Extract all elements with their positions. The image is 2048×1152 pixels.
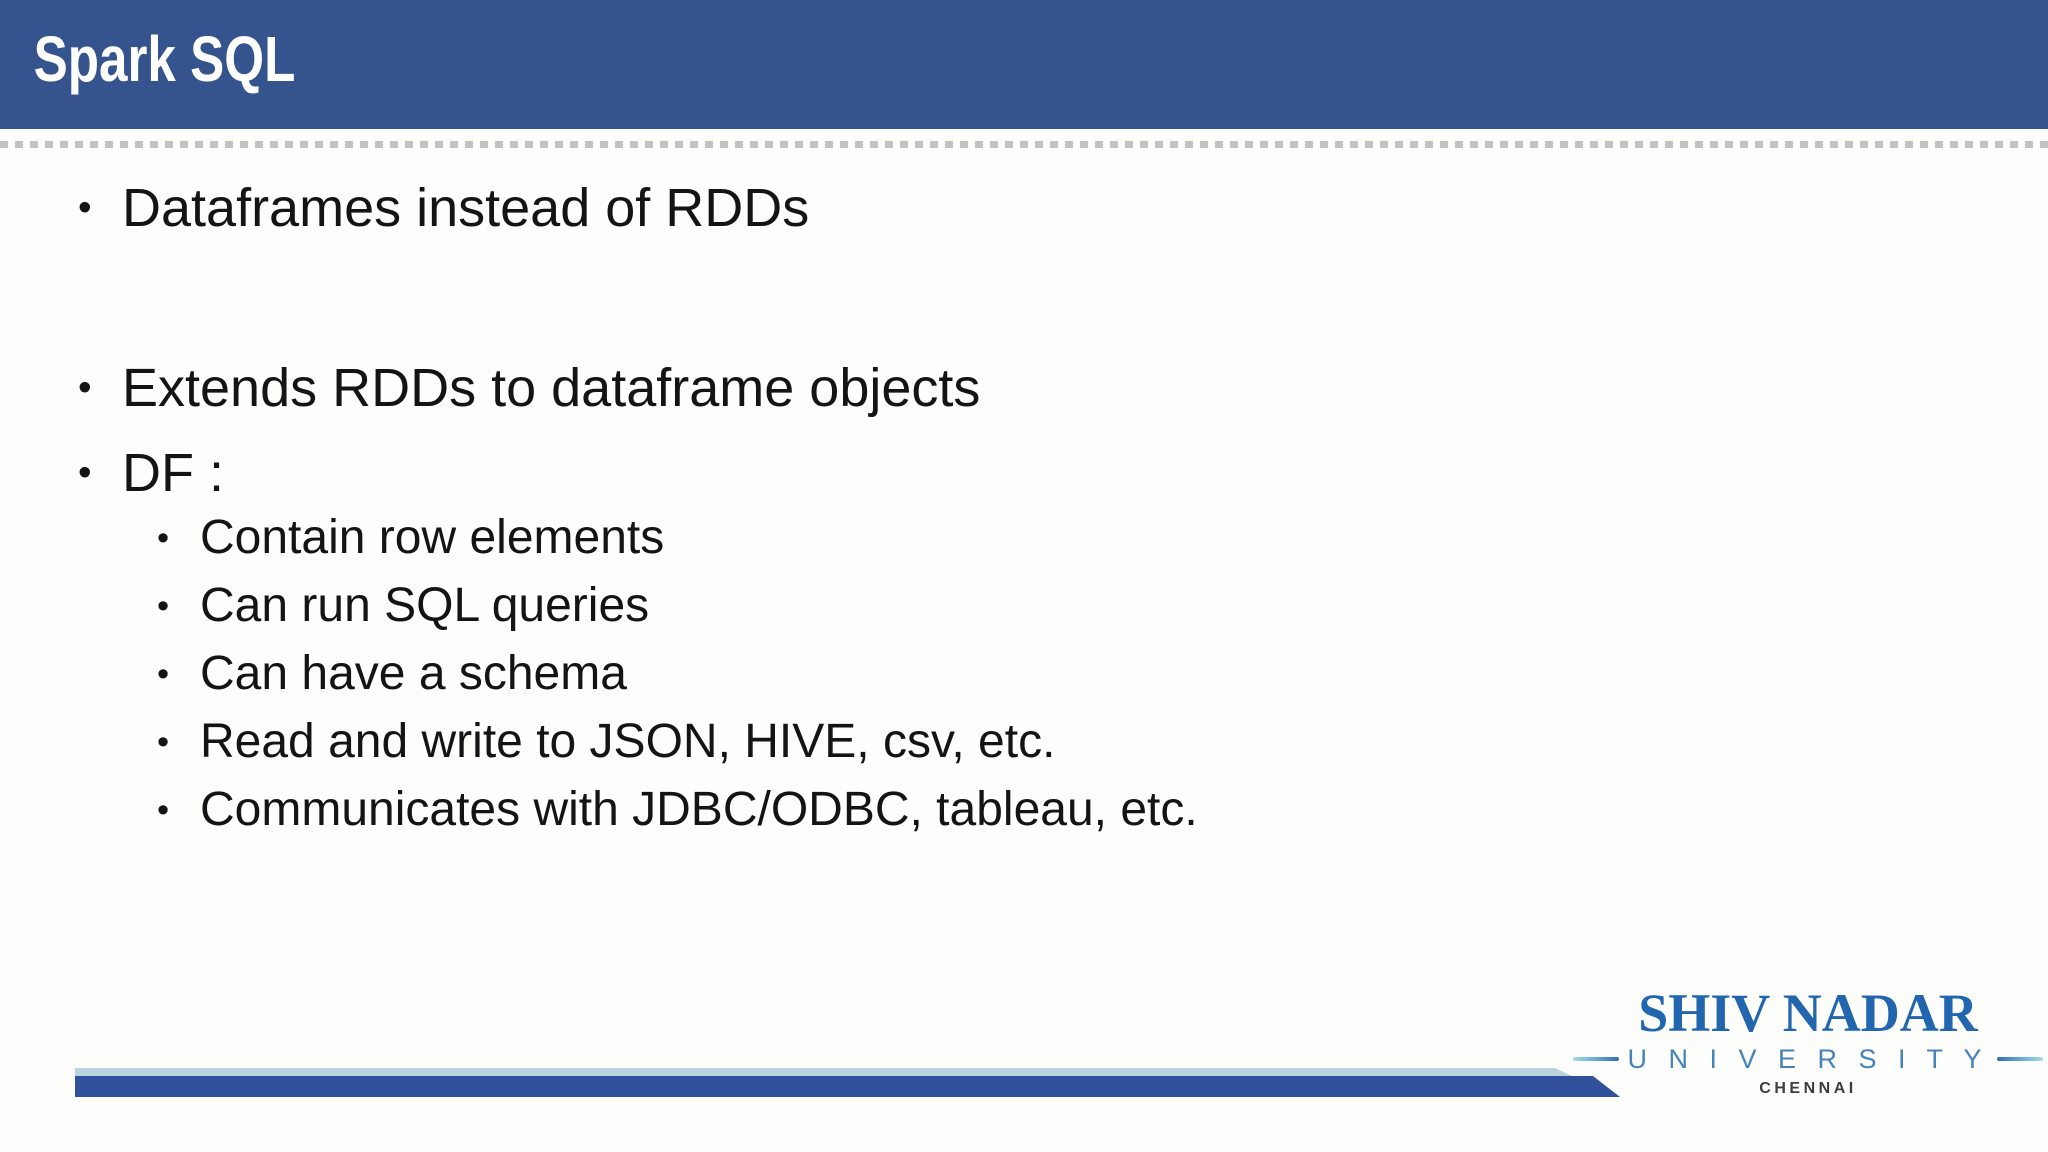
bullet-icon: • bbox=[157, 587, 170, 625]
sub-bullet-item: • Contain row elements bbox=[157, 507, 664, 569]
logo-dash-left-icon bbox=[1573, 1057, 1620, 1061]
header-dotted-separator bbox=[0, 141, 2048, 148]
slide-title-bar: Spark SQL bbox=[0, 0, 2048, 129]
footer-bar bbox=[75, 1076, 1620, 1097]
bullet-icon: • bbox=[157, 723, 170, 761]
bullet-text: Can run SQL queries bbox=[200, 579, 650, 632]
bullet-icon: • bbox=[157, 519, 170, 557]
bullet-text: Read and write to JSON, HIVE, csv, etc. bbox=[200, 715, 1056, 768]
footer-accent-strip bbox=[75, 1068, 1572, 1076]
bullet-icon: • bbox=[78, 366, 92, 409]
bullet-item: • Extends RDDs to dataframe objects bbox=[78, 355, 980, 421]
bullet-icon: • bbox=[157, 655, 170, 693]
bullet-text: Dataframes instead of RDDs bbox=[122, 178, 810, 238]
sub-bullet-item: • Can have a schema bbox=[157, 643, 627, 705]
logo-university-row: U N I V E R S I T Y bbox=[1573, 1044, 2043, 1074]
bullet-icon: • bbox=[78, 451, 92, 494]
bullet-item: • DF : bbox=[78, 440, 224, 506]
bullet-text: Extends RDDs to dataframe objects bbox=[122, 358, 981, 418]
sub-bullet-item: • Can run SQL queries bbox=[157, 575, 649, 637]
bullet-icon: • bbox=[78, 186, 92, 229]
slide-title: Spark SQL bbox=[33, 23, 296, 95]
bullet-text: DF : bbox=[122, 443, 224, 503]
logo-name-text: SHIV NADAR bbox=[1638, 983, 1978, 1043]
bullet-text: Can have a schema bbox=[200, 647, 627, 700]
logo-dash-right-icon bbox=[1996, 1057, 2043, 1061]
logo-university-text: U N I V E R S I T Y bbox=[1627, 1043, 1989, 1074]
sub-bullet-item: • Communicates with JDBC/ODBC, tableau, … bbox=[157, 779, 1198, 841]
university-logo: SHIV NADAR U N I V E R S I T Y CHENNAI bbox=[1573, 983, 2043, 1098]
bullet-text: Contain row elements bbox=[200, 511, 665, 564]
bullet-item: • Dataframes instead of RDDs bbox=[78, 175, 809, 241]
sub-bullet-item: • Read and write to JSON, HIVE, csv, etc… bbox=[157, 711, 1055, 773]
logo-city-text: CHENNAI bbox=[1759, 1080, 1857, 1097]
bullet-icon: • bbox=[157, 791, 170, 829]
bullet-text: Communicates with JDBC/ODBC, tableau, et… bbox=[200, 783, 1198, 836]
